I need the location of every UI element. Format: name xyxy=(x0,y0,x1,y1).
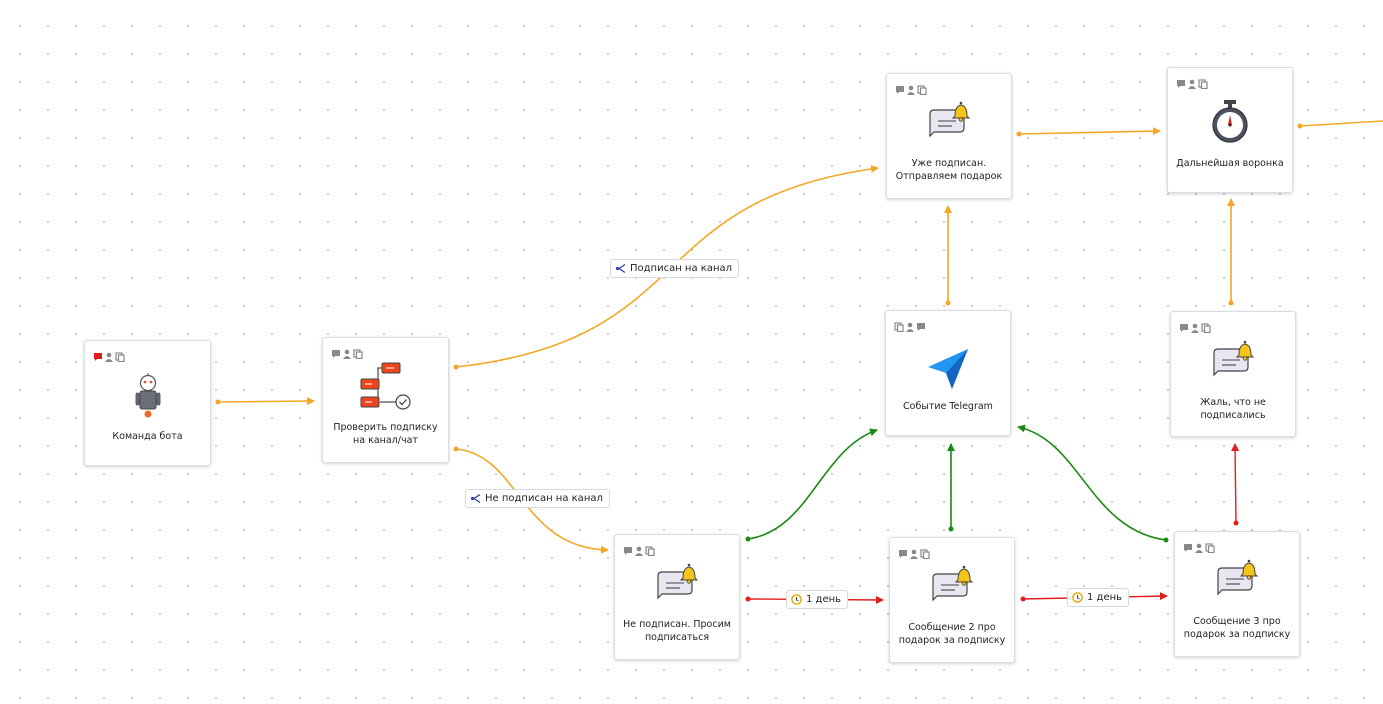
node-label: Событие Telegram xyxy=(903,401,993,412)
user-icon[interactable] xyxy=(1194,538,1204,553)
node-bot-command[interactable]: Команда бота xyxy=(84,340,211,466)
comment-icon[interactable] xyxy=(916,317,926,331)
message-bell-icon xyxy=(654,562,700,604)
node-label: Команда бота xyxy=(112,431,183,442)
condition-chip-not-subscribed[interactable]: Не подписан на канал xyxy=(465,489,610,508)
robot-icon xyxy=(133,373,163,423)
node-message-3[interactable]: Сообщение 3 про подарок за подписку xyxy=(1174,531,1300,657)
delay-chip-1[interactable]: 1 день xyxy=(786,590,849,609)
node-toolbar xyxy=(331,343,363,360)
user-icon[interactable] xyxy=(634,541,644,556)
message-bell-icon xyxy=(929,564,975,606)
comment-icon[interactable] xyxy=(895,80,905,94)
node-label: Сообщение 2 про подарок за подписку xyxy=(898,622,1006,646)
edge-funnel-out xyxy=(1299,120,1383,127)
comment-icon[interactable] xyxy=(1176,74,1186,88)
clock-icon xyxy=(1072,592,1083,603)
comment-icon[interactable] xyxy=(1179,318,1189,332)
branch-icon xyxy=(615,263,626,274)
user-icon[interactable] xyxy=(1187,74,1197,89)
copy-icon[interactable] xyxy=(353,344,363,360)
edge-msg3-to-sorry xyxy=(1231,443,1240,524)
user-icon[interactable] xyxy=(909,544,919,559)
node-not-subscribed-ask[interactable]: Не подписан. Просим подписаться xyxy=(614,534,740,660)
condition-label: Подписан на канал xyxy=(630,263,733,274)
user-icon[interactable] xyxy=(342,344,352,359)
copy-icon[interactable] xyxy=(894,317,904,333)
message-bell-icon xyxy=(926,100,972,142)
delay-chip-2[interactable]: 1 день xyxy=(1067,588,1130,607)
node-label: Дальнейшая воронка xyxy=(1176,158,1284,169)
edge-not-to-telegram xyxy=(747,428,878,540)
node-label: Не подписан. Просим подписаться xyxy=(623,619,731,643)
delay-label: 1 день xyxy=(1087,592,1123,603)
condition-label: Не подписан на канал xyxy=(485,493,603,504)
branch-icon xyxy=(470,493,481,504)
flow-check-icon xyxy=(360,362,412,416)
stopwatch-icon xyxy=(1210,99,1250,147)
copy-icon[interactable] xyxy=(920,544,930,560)
node-toolbar xyxy=(1176,73,1208,90)
port-dots xyxy=(215,123,1303,602)
comment-icon[interactable] xyxy=(93,347,103,361)
node-label: Жаль, что не подписались xyxy=(1200,397,1266,421)
node-toolbar xyxy=(93,346,125,363)
node-sorry-not-subscribed[interactable]: Жаль, что не подписались xyxy=(1170,311,1296,437)
comment-icon[interactable] xyxy=(623,541,633,555)
user-icon[interactable] xyxy=(1190,318,1200,333)
telegram-plane-icon xyxy=(926,347,970,395)
edge-already-to-funnel xyxy=(1018,127,1161,136)
copy-icon[interactable] xyxy=(645,541,655,557)
copy-icon[interactable] xyxy=(115,347,125,363)
comment-icon[interactable] xyxy=(1183,538,1193,552)
edge-bot-to-check xyxy=(217,397,315,406)
copy-icon[interactable] xyxy=(917,80,927,96)
edge-msg3-to-telegram xyxy=(1017,424,1167,541)
node-already-subscribed[interactable]: Уже подписан. Отправляем подарок xyxy=(886,73,1012,199)
node-further-funnel[interactable]: Дальнейшая воронка xyxy=(1167,67,1293,193)
message-bell-icon xyxy=(1214,558,1260,600)
comment-icon[interactable] xyxy=(898,544,908,558)
comment-icon[interactable] xyxy=(331,344,341,358)
copy-icon[interactable] xyxy=(1198,74,1208,90)
user-icon[interactable] xyxy=(905,317,915,332)
node-telegram-event[interactable]: Событие Telegram xyxy=(885,310,1011,436)
node-label: Проверить подписку на канал/чат xyxy=(333,422,438,446)
user-icon[interactable] xyxy=(104,347,114,362)
user-icon[interactable] xyxy=(906,80,916,95)
node-check-subscription[interactable]: Проверить подписку на канал/чат xyxy=(322,337,449,463)
copy-icon[interactable] xyxy=(1205,538,1215,554)
clock-icon xyxy=(791,594,802,605)
delay-label: 1 день xyxy=(806,594,842,605)
node-message-2[interactable]: Сообщение 2 про подарок за подписку xyxy=(889,537,1015,663)
node-label: Сообщение 3 про подарок за подписку xyxy=(1183,616,1291,640)
node-toolbar xyxy=(898,543,930,560)
node-toolbar xyxy=(894,316,926,333)
message-bell-icon xyxy=(1210,339,1256,381)
node-toolbar xyxy=(623,540,655,557)
copy-icon[interactable] xyxy=(1201,318,1211,334)
condition-chip-subscribed[interactable]: Подписан на канал xyxy=(610,259,740,278)
node-toolbar xyxy=(1179,317,1211,334)
node-toolbar xyxy=(895,79,927,96)
node-label: Уже подписан. Отправляем подарок xyxy=(895,158,1003,182)
node-toolbar xyxy=(1183,537,1215,554)
